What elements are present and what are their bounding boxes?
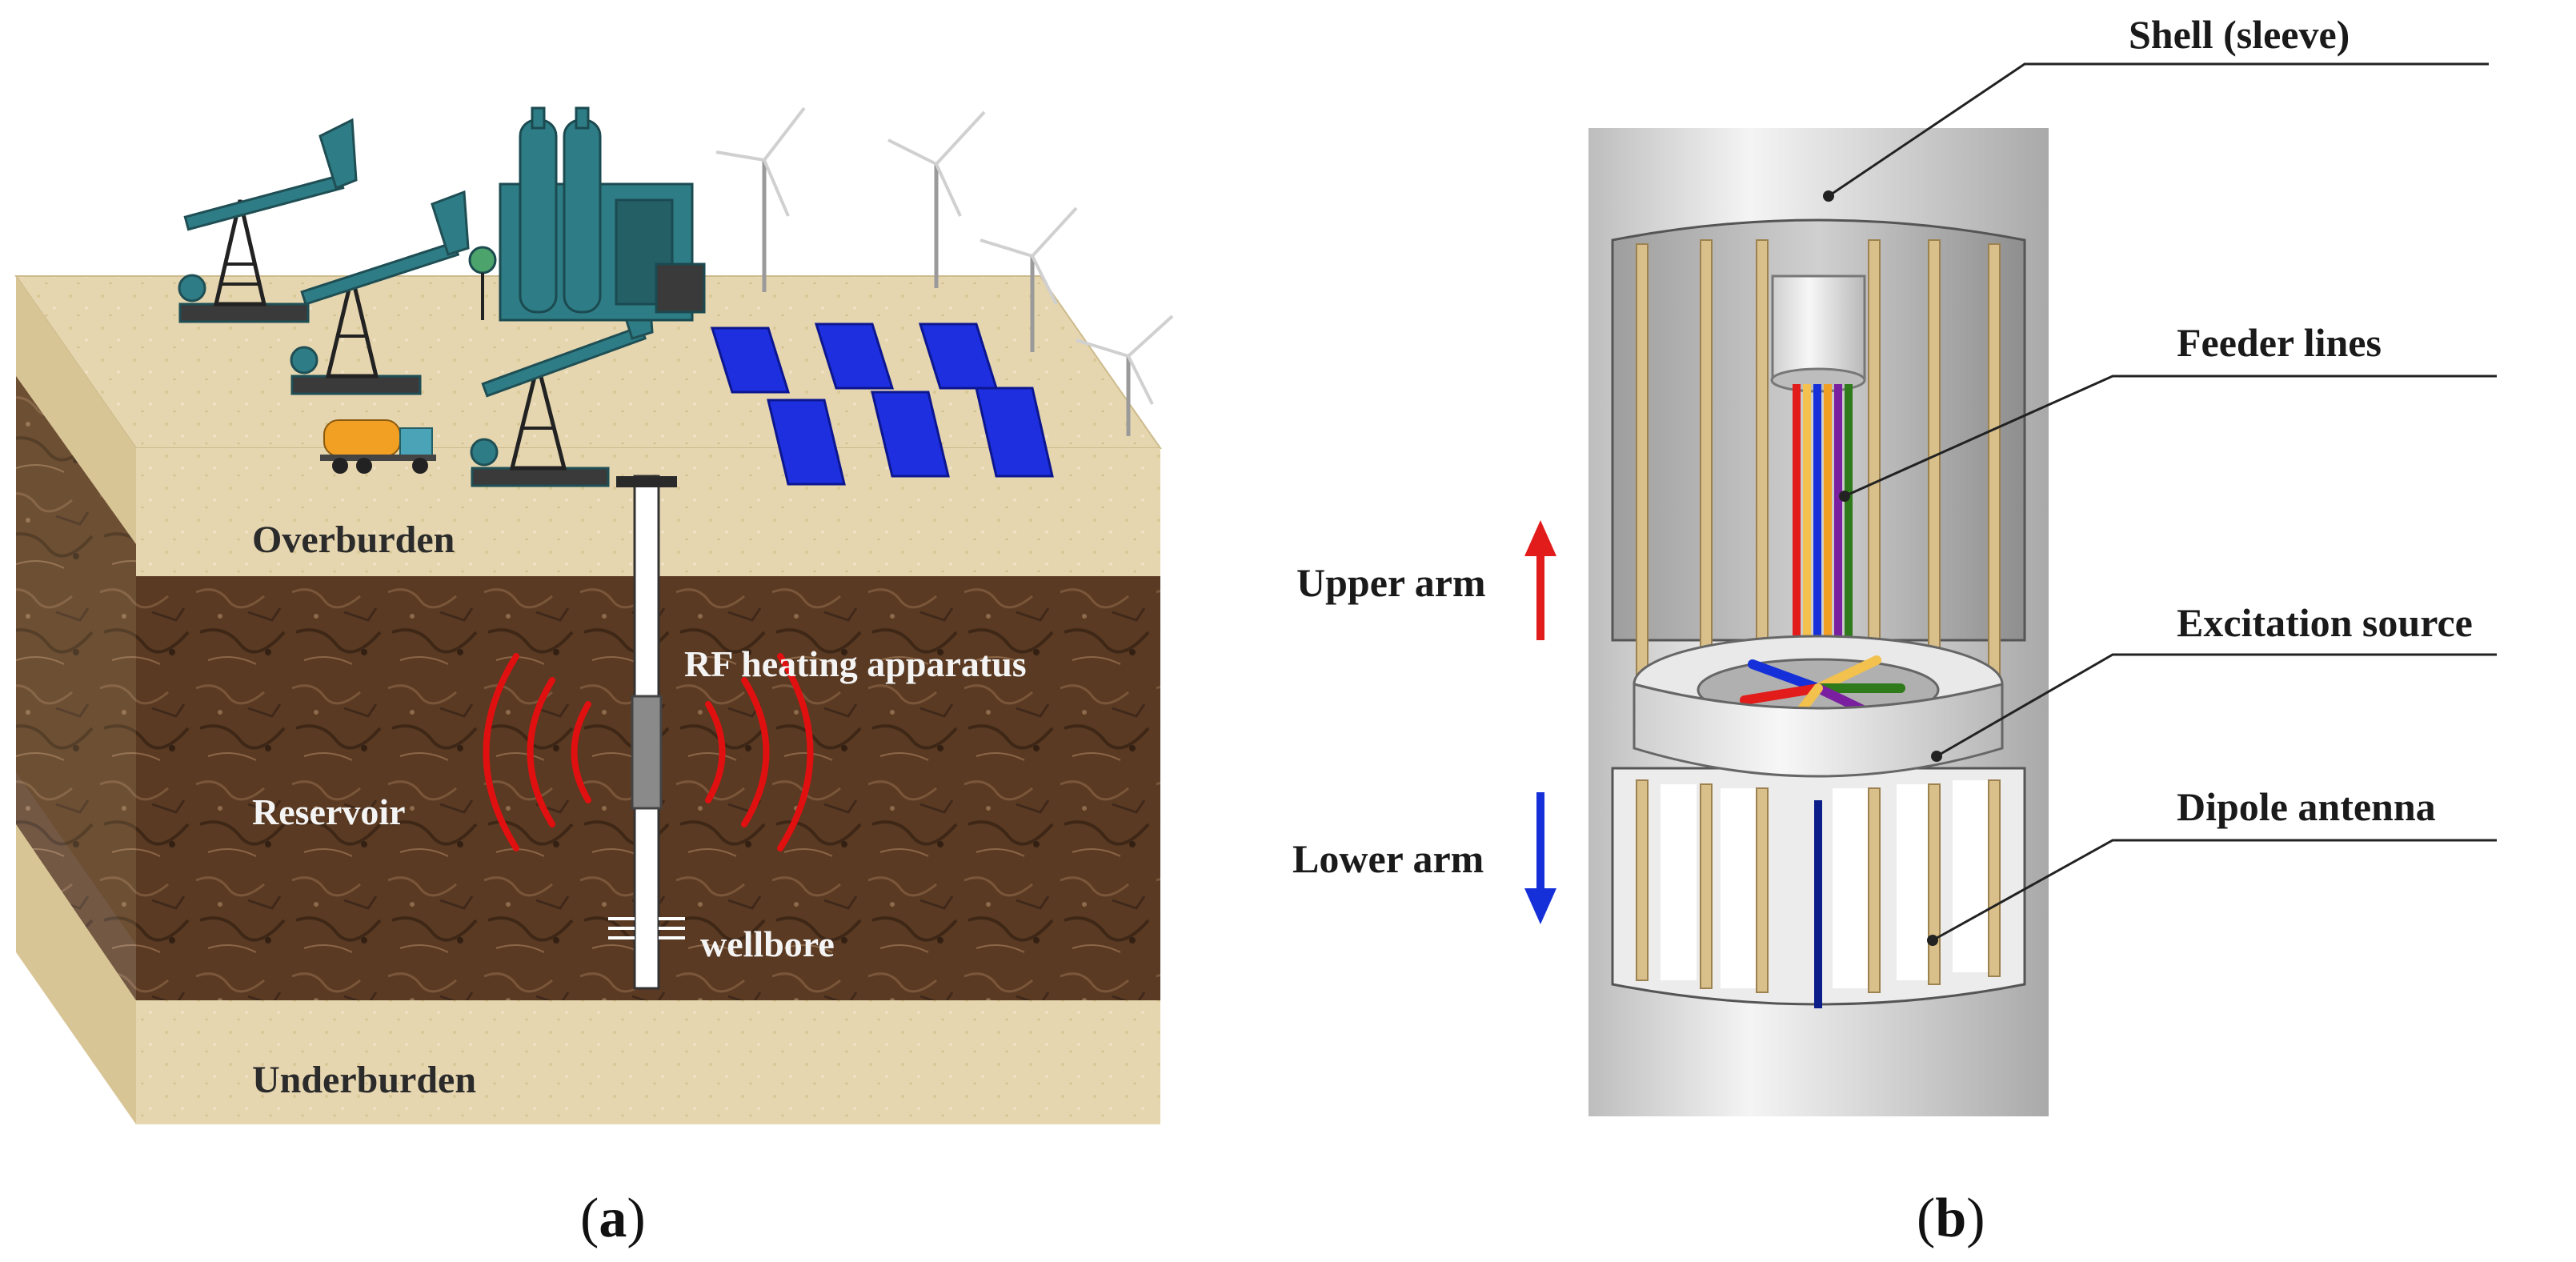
overburden-label: Overburden [252,519,455,561]
underburden-side [16,824,136,1124]
antenna-rods-lower [1636,779,2001,993]
feeder-lines-label: Feeder lines [2177,320,2382,365]
caption-a: (a) [580,1188,646,1249]
panel-b: Shell (sleeve) Feeder lines Excitation s… [1292,12,2497,1249]
excitation-spokes [1740,655,1905,721]
wind-turbine-icon [1076,314,1174,436]
wind-turbine-icon [980,206,1078,352]
wellbore-label: wellbore [700,923,835,964]
wind-turbine-icon [715,106,806,292]
solar-panel-icon [710,323,1054,486]
excitation-source-label: Excitation source [2177,600,2473,645]
leader-lines [1828,62,2497,942]
leader-dots [1823,190,1942,946]
rf-wave-icon [483,653,814,851]
shell-label: Shell (sleeve) [2129,12,2350,57]
perforation-icon [608,917,685,939]
reservoir-label: Reservoir [252,791,406,832]
underburden-label: Underburden [252,1059,476,1101]
lower-arm-arrow-icon [1524,792,1556,924]
antenna-rods-upper [1636,239,2001,693]
refinery-icon [468,106,706,322]
feeder-tube [1771,274,1866,382]
wellbore-pipe [608,475,685,990]
rf-heating-label: RF heating apparatus [684,643,1027,684]
upper-arm-label: Upper arm [1296,560,1486,605]
lower-arm-panels [1661,780,1989,988]
dipole-antenna-label: Dipole antenna [2177,784,2436,829]
pumpjack-icon [290,190,470,395]
tanker-truck-icon [320,419,436,474]
upper-arm-arrow-icon [1524,520,1556,640]
panel-a: Overburden Reservoir Underburden RF heat… [14,106,1174,1249]
wind-turbine-icon [887,110,986,288]
pumpjack-icon [178,118,358,323]
excitation-ring-body [1633,683,2004,778]
lower-arm-label: Lower arm [1292,836,1484,881]
underburden-layer [136,1000,1160,1124]
caption-b: (b) [1917,1188,1985,1249]
rf-apparatus [631,695,663,810]
